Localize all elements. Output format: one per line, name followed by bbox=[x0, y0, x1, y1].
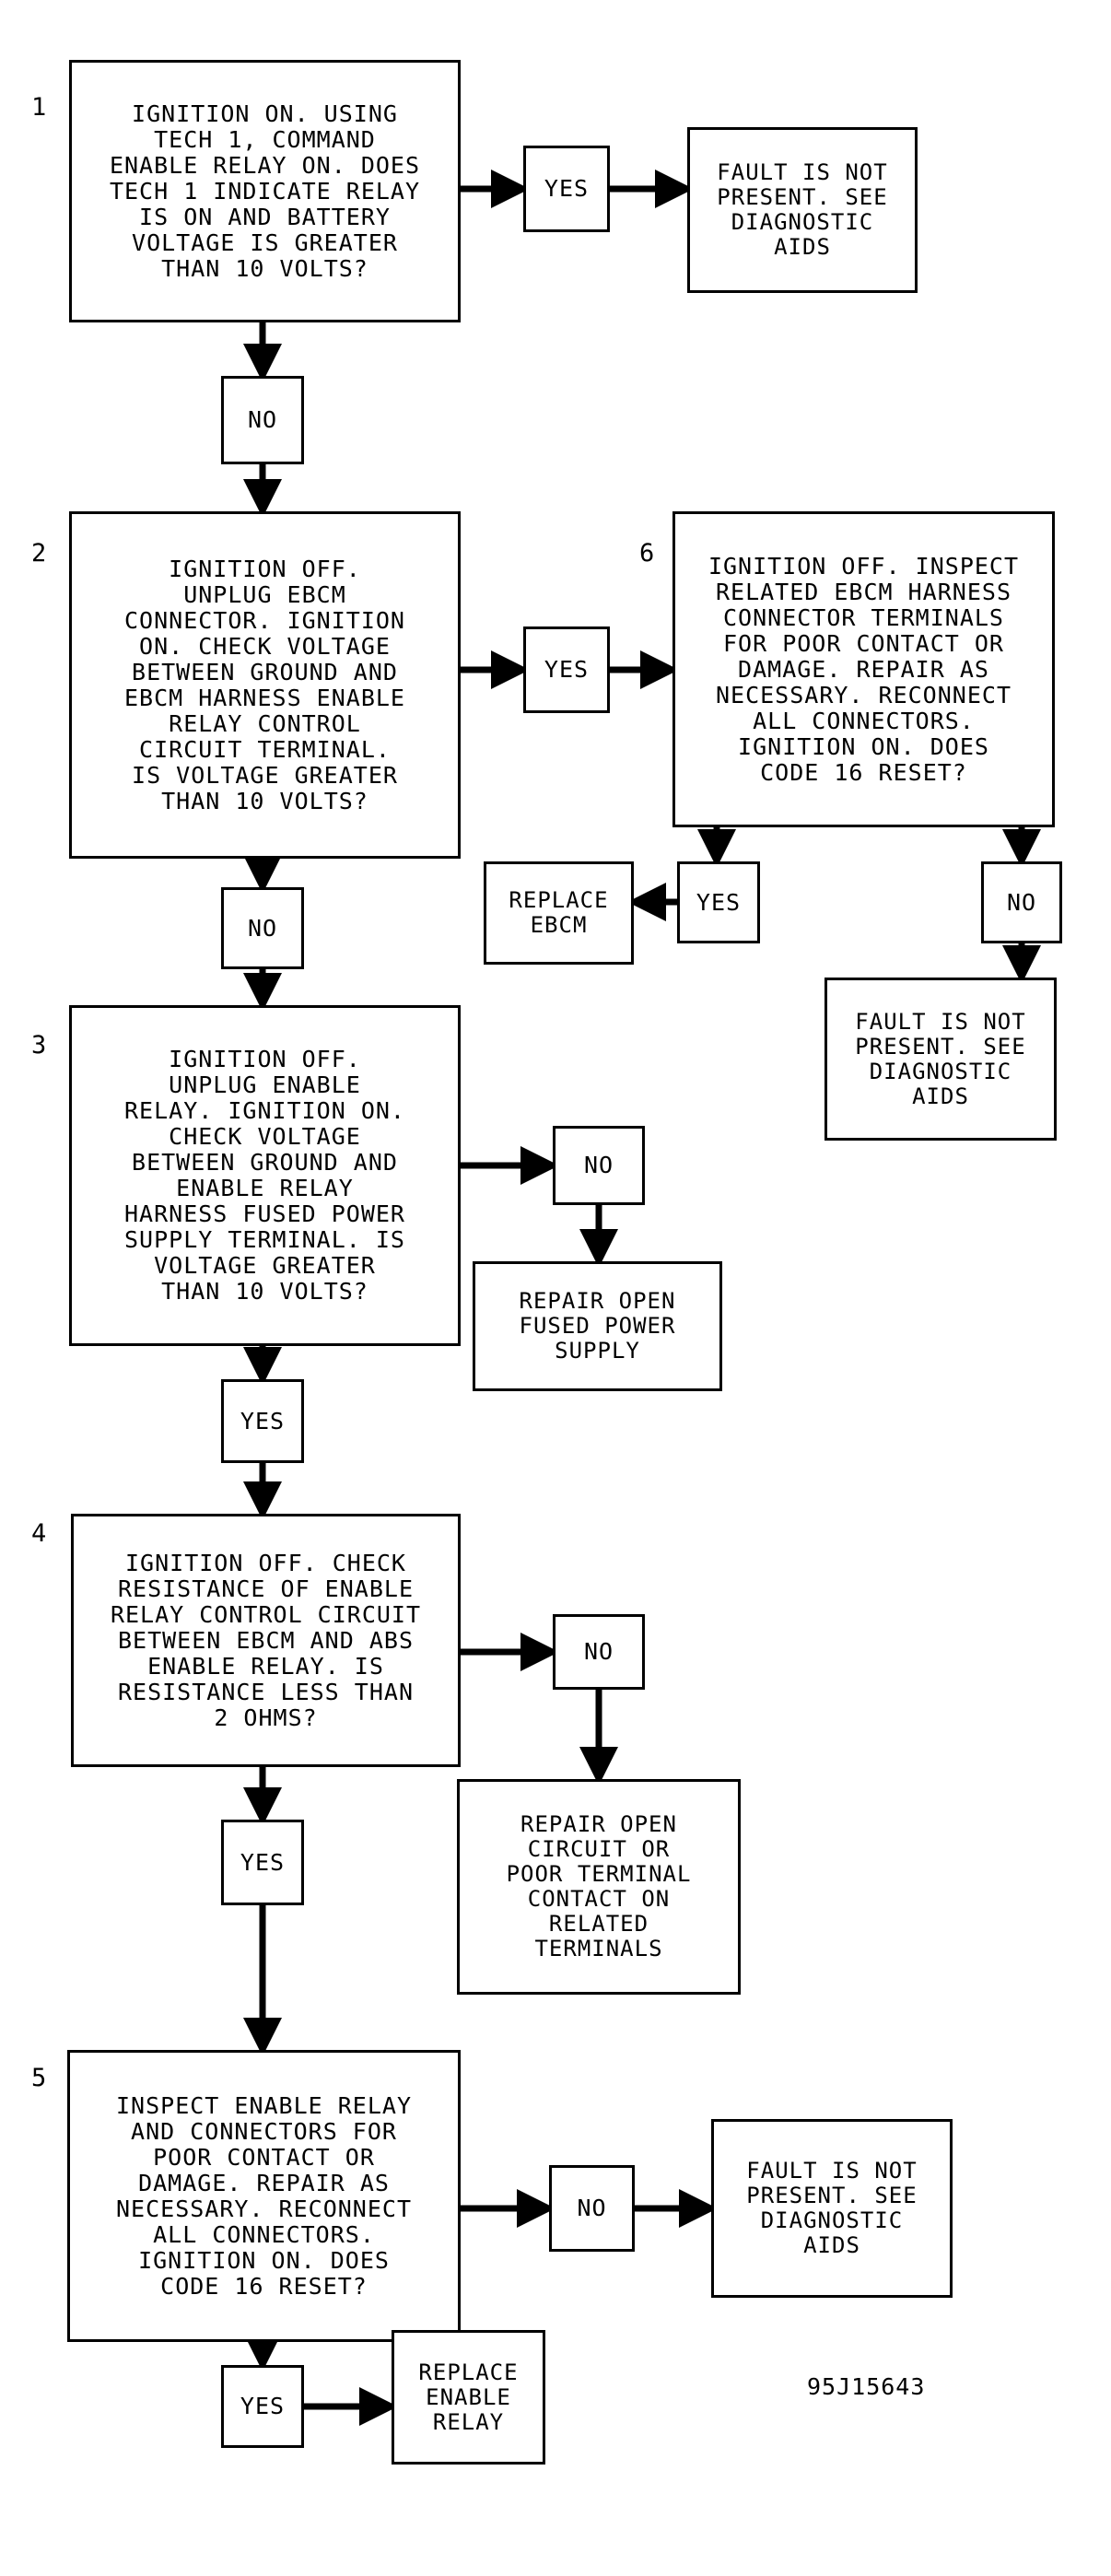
step-4-no-box: NO bbox=[553, 1614, 645, 1690]
step-2-number: 2 bbox=[31, 539, 47, 568]
step-2-text: IGNITION OFF. UNPLUG EBCM CONNECTOR. IGN… bbox=[124, 555, 405, 814]
step-2-box: IGNITION OFF. UNPLUG EBCM CONNECTOR. IGN… bbox=[69, 511, 461, 859]
step-5-text: INSPECT ENABLE RELAY AND CONNECTORS FOR … bbox=[115, 2091, 413, 2300]
step-1-number: 1 bbox=[31, 93, 47, 122]
no-label: NO bbox=[1006, 888, 1037, 916]
no-label: NO bbox=[583, 1152, 614, 1178]
step-5-number: 5 bbox=[31, 2064, 47, 2092]
no-label: NO bbox=[583, 1638, 614, 1665]
step-6-number: 6 bbox=[639, 539, 655, 568]
replace-enable-relay-box: REPLACE ENABLE RELAY bbox=[392, 2330, 545, 2465]
step-1-yes-box: YES bbox=[523, 146, 610, 232]
step-5-yes-box: YES bbox=[221, 2365, 304, 2448]
step-1-box: IGNITION ON. USING TECH 1, COMMAND ENABL… bbox=[69, 60, 461, 322]
replace-ebcm-box: REPLACE EBCM bbox=[484, 861, 634, 965]
fault-not-present-text: FAULT IS NOT PRESENT. SEE DIAGNOSTIC AID… bbox=[717, 159, 888, 260]
step-6-no-box: NO bbox=[981, 861, 1062, 943]
step-5-box: INSPECT ENABLE RELAY AND CONNECTORS FOR … bbox=[67, 2050, 461, 2342]
step-3-yes-box: YES bbox=[221, 1379, 304, 1463]
yes-label: YES bbox=[544, 656, 590, 683]
repair-fused-power-box: REPAIR OPEN FUSED POWER SUPPLY bbox=[473, 1261, 722, 1391]
yes-label: YES bbox=[696, 888, 742, 916]
step-3-number: 3 bbox=[31, 1031, 47, 1060]
fault-not-present-box-1: FAULT IS NOT PRESENT. SEE DIAGNOSTIC AID… bbox=[687, 127, 918, 293]
step-1-no-box: NO bbox=[221, 376, 304, 464]
replace-ebcm-text: REPLACE EBCM bbox=[509, 887, 609, 938]
step-3-text: IGNITION OFF. UNPLUG ENABLE RELAY. IGNIT… bbox=[124, 1046, 405, 1305]
step-6-text: IGNITION OFF. INSPECT RELATED EBCM HARNE… bbox=[708, 552, 1020, 786]
step-4-yes-box: YES bbox=[221, 1820, 304, 1905]
step-4-number: 4 bbox=[31, 1519, 47, 1548]
fault-not-present-box-3: FAULT IS NOT PRESENT. SEE DIAGNOSTIC AID… bbox=[711, 2119, 953, 2298]
step-5-no-box: NO bbox=[549, 2165, 635, 2252]
step-4-box: IGNITION OFF. CHECK RESISTANCE OF ENABLE… bbox=[71, 1514, 461, 1767]
repair-open-circuit-text: REPAIR OPEN CIRCUIT OR POOR TERMINAL CON… bbox=[506, 1811, 692, 1961]
yes-label: YES bbox=[544, 175, 590, 202]
step-6-yes-box: YES bbox=[677, 861, 760, 943]
yes-label: YES bbox=[240, 2393, 286, 2419]
step-4-text: IGNITION OFF. CHECK RESISTANCE OF ENABLE… bbox=[110, 1549, 422, 1731]
figure-reference: 95J15643 bbox=[807, 2373, 926, 2400]
fault-not-present-text: FAULT IS NOT PRESENT. SEE DIAGNOSTIC AID… bbox=[746, 2158, 918, 2258]
fault-not-present-text: FAULT IS NOT PRESENT. SEE DIAGNOSTIC AID… bbox=[855, 1008, 1026, 1109]
step-3-no-box: NO bbox=[553, 1126, 645, 1205]
repair-open-circuit-box: REPAIR OPEN CIRCUIT OR POOR TERMINAL CON… bbox=[457, 1779, 741, 1995]
no-label: NO bbox=[577, 2195, 607, 2221]
fault-not-present-box-2: FAULT IS NOT PRESENT. SEE DIAGNOSTIC AID… bbox=[824, 978, 1057, 1141]
step-1-text: IGNITION ON. USING TECH 1, COMMAND ENABL… bbox=[109, 100, 421, 282]
replace-enable-relay-text: REPLACE ENABLE RELAY bbox=[418, 2359, 519, 2435]
step-3-box: IGNITION OFF. UNPLUG ENABLE RELAY. IGNIT… bbox=[69, 1005, 461, 1346]
repair-fused-power-text: REPAIR OPEN FUSED POWER SUPPLY bbox=[519, 1288, 676, 1364]
yes-label: YES bbox=[240, 1848, 286, 1876]
no-label: NO bbox=[247, 406, 278, 433]
step-2-no-box: NO bbox=[221, 887, 304, 969]
step-2-yes-box: YES bbox=[523, 626, 610, 713]
step-6-box: IGNITION OFF. INSPECT RELATED EBCM HARNE… bbox=[672, 511, 1055, 827]
yes-label: YES bbox=[240, 1407, 286, 1434]
no-label: NO bbox=[247, 914, 278, 942]
